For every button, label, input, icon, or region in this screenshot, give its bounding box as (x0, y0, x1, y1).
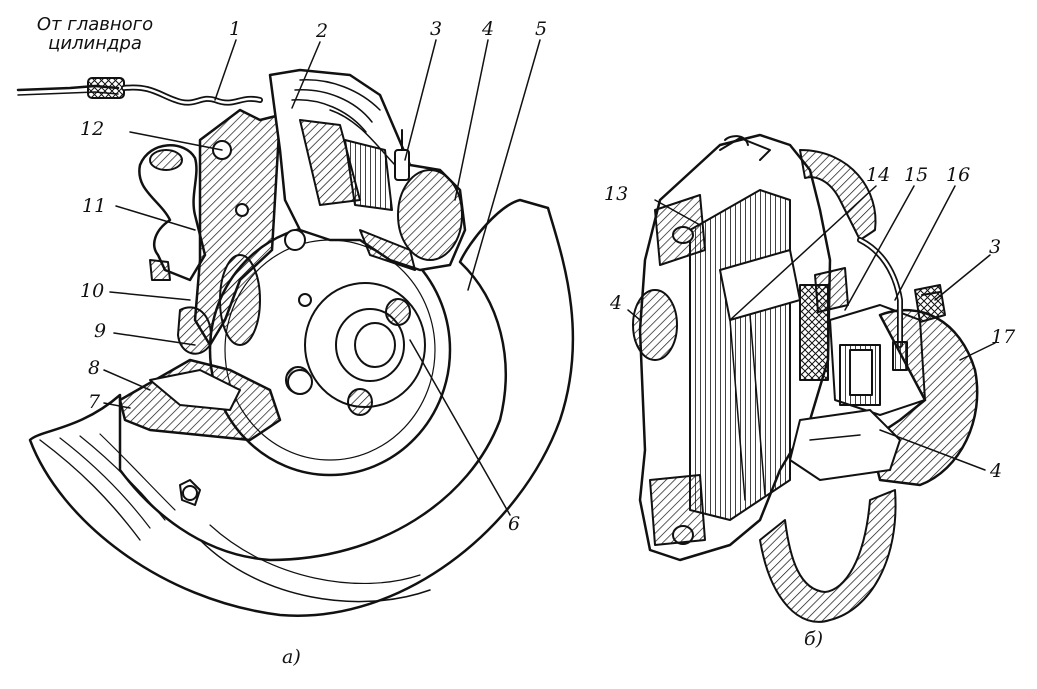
caliper-bracket (193, 108, 282, 347)
label-b-4-right: 4 (990, 460, 1003, 482)
disc-b (799, 149, 877, 241)
label-a-2: 2 (316, 20, 329, 42)
label-a-8: 8 (88, 357, 101, 379)
label-b-13: 13 (604, 183, 629, 205)
leader-lines-a (103, 39, 541, 516)
label-a-7: 7 (88, 391, 101, 413)
label-a-11: 11 (82, 195, 107, 217)
label-b-14: 14 (866, 164, 891, 186)
caption-b: б) (804, 628, 824, 650)
bleeder-valve (914, 284, 946, 323)
header-source-label: От главного цилиндра (10, 14, 180, 54)
label-a-12: 12 (80, 118, 105, 140)
hose-fitting (87, 77, 125, 99)
label-a-4: 4 (482, 18, 495, 40)
caption-a: а) (282, 646, 301, 668)
splash-shield (28, 198, 575, 617)
label-a-5: 5 (535, 18, 548, 40)
steering-knuckle (138, 144, 207, 282)
label-a-10: 10 (80, 280, 105, 302)
label-b-4-left: 4 (610, 292, 623, 314)
figure-b-drawing (632, 133, 979, 623)
figure-a-drawing (16, 68, 575, 617)
label-a-6: 6 (508, 513, 521, 535)
label-b-15: 15 (904, 164, 929, 186)
piston-left (632, 289, 678, 361)
header-line-2: цилиндра (48, 32, 142, 54)
leader-lines-b (627, 185, 996, 471)
caliper-cylinder (397, 169, 463, 261)
label-b-16: 16 (946, 164, 971, 186)
header-line-1: От главного (36, 14, 154, 35)
label-a-3: 3 (430, 18, 443, 40)
label-b-17: 17 (991, 326, 1016, 348)
label-b-3: 3 (989, 236, 1002, 258)
label-a-9: 9 (94, 320, 107, 342)
label-a-1: 1 (229, 18, 242, 40)
